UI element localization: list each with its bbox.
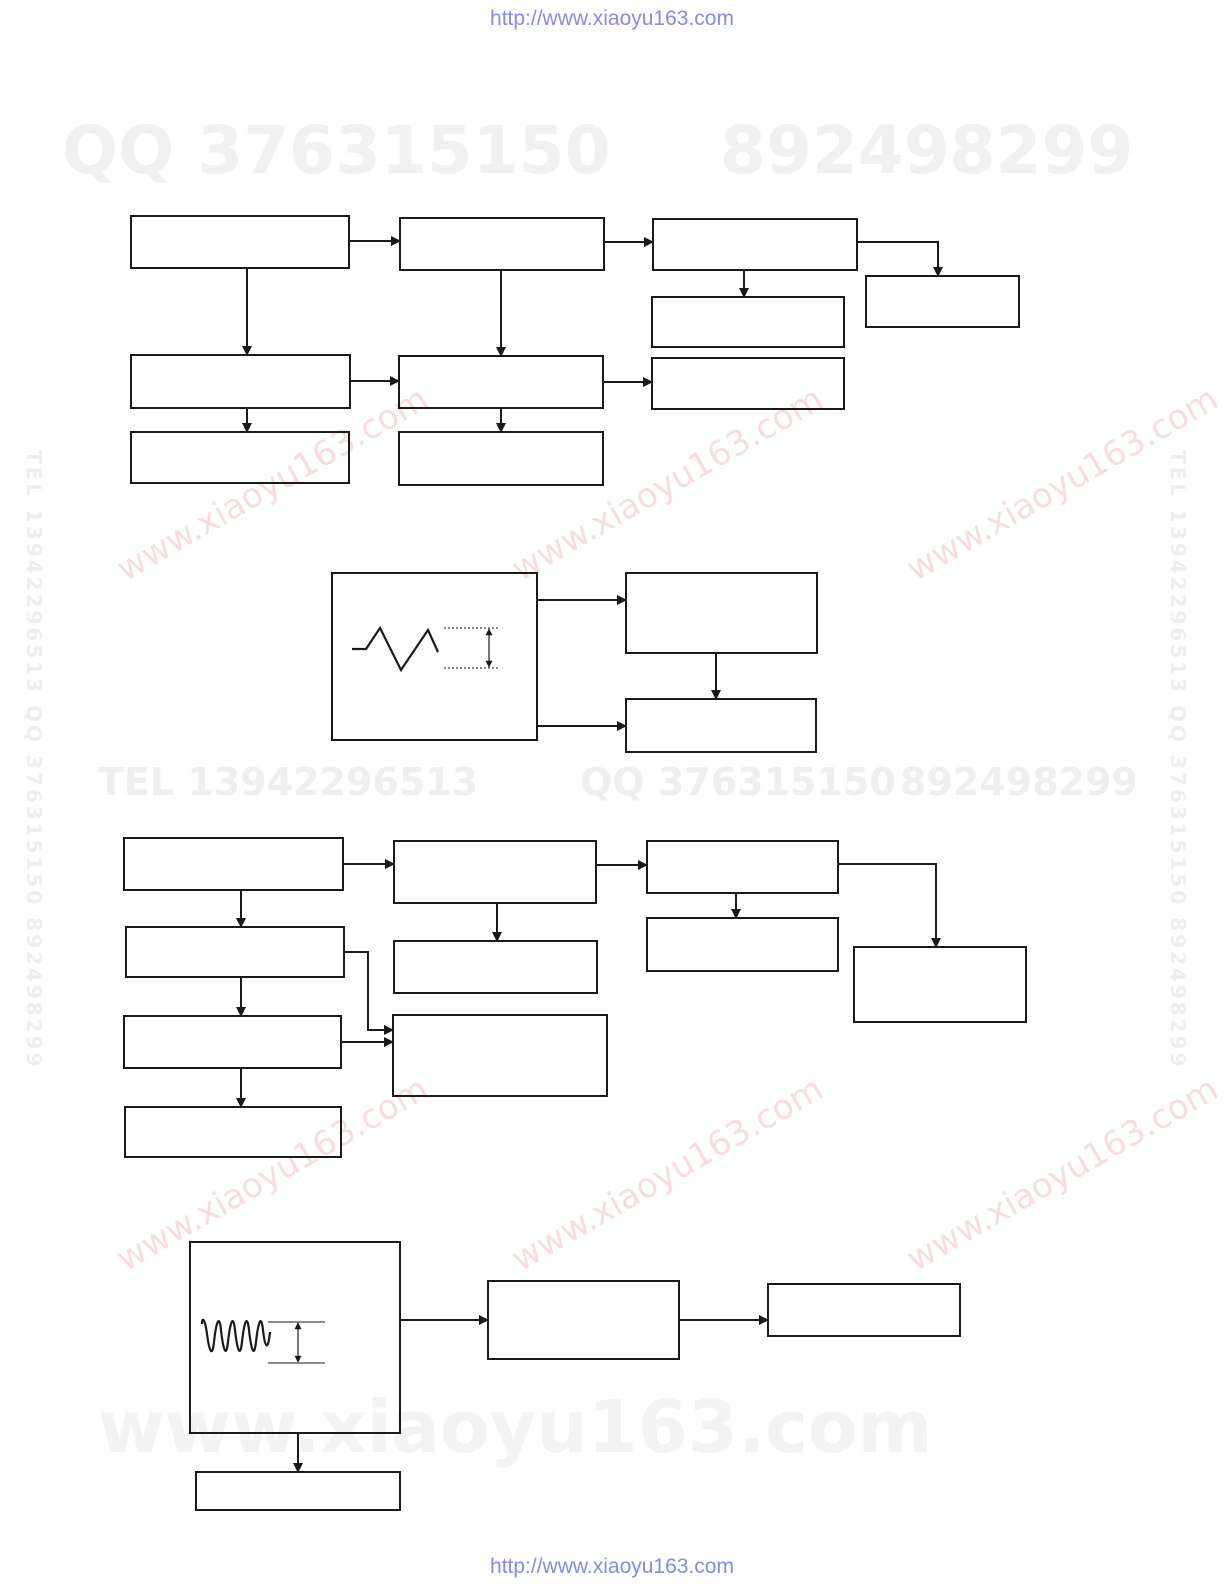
d3-arrow: [838, 863, 941, 948]
d1-box-7: [398, 355, 604, 409]
d3-box-6: [646, 917, 839, 972]
d1-arrow: [857, 241, 943, 277]
d2-box-2: [625, 698, 817, 753]
d3-box-7: [853, 946, 1027, 1023]
d1-box-4: [865, 275, 1020, 328]
watermark-qq-mid: QQ 376315150: [580, 760, 896, 804]
header-url[interactable]: http://www.xiaoyu163.com: [490, 7, 734, 30]
d2-waveform-box: [331, 572, 538, 741]
d3-box-8: [123, 1015, 342, 1069]
d3-box-2: [393, 840, 597, 904]
watermark-number: 892498299: [720, 112, 1134, 189]
d1-box-8: [651, 357, 845, 410]
d4-sine-waveform: [200, 1318, 272, 1353]
d1-box-9: [130, 431, 350, 484]
d3-arrow: [344, 951, 394, 1035]
d1-box-10: [398, 431, 604, 486]
diagram-1: [130, 215, 1020, 486]
d4-box-1: [487, 1280, 680, 1360]
d2-box-1: [625, 572, 818, 654]
d1-box-2: [399, 217, 605, 271]
d3-box-5: [393, 940, 598, 994]
d1-box-3: [652, 218, 858, 271]
d4-waveform-box: [189, 1241, 401, 1434]
diagram-4: [189, 1241, 961, 1511]
diagram-3: [123, 837, 1027, 1158]
d1-box-6: [130, 354, 351, 409]
watermark-www: www.xiaoyu163.com: [98, 1385, 933, 1469]
d3-box-9: [392, 1014, 608, 1097]
d3-box-10: [124, 1106, 342, 1158]
d3-box-3: [646, 840, 839, 894]
watermark-tel: TEL 13942296513: [98, 760, 479, 804]
diagram-2: [331, 572, 818, 753]
d1-box-1: [130, 215, 350, 269]
footer-url[interactable]: http://www.xiaoyu163.com: [490, 1555, 734, 1578]
d4-box-2: [767, 1283, 961, 1337]
watermark-number-mid: 892498299: [900, 760, 1138, 804]
watermark-qq: QQ 376315150: [62, 112, 611, 189]
d3-box-1: [123, 837, 344, 891]
d2-sawtooth-waveform: [352, 625, 440, 673]
d4-box-3: [195, 1471, 401, 1511]
d1-box-5: [651, 296, 845, 348]
d3-box-4: [125, 926, 345, 978]
